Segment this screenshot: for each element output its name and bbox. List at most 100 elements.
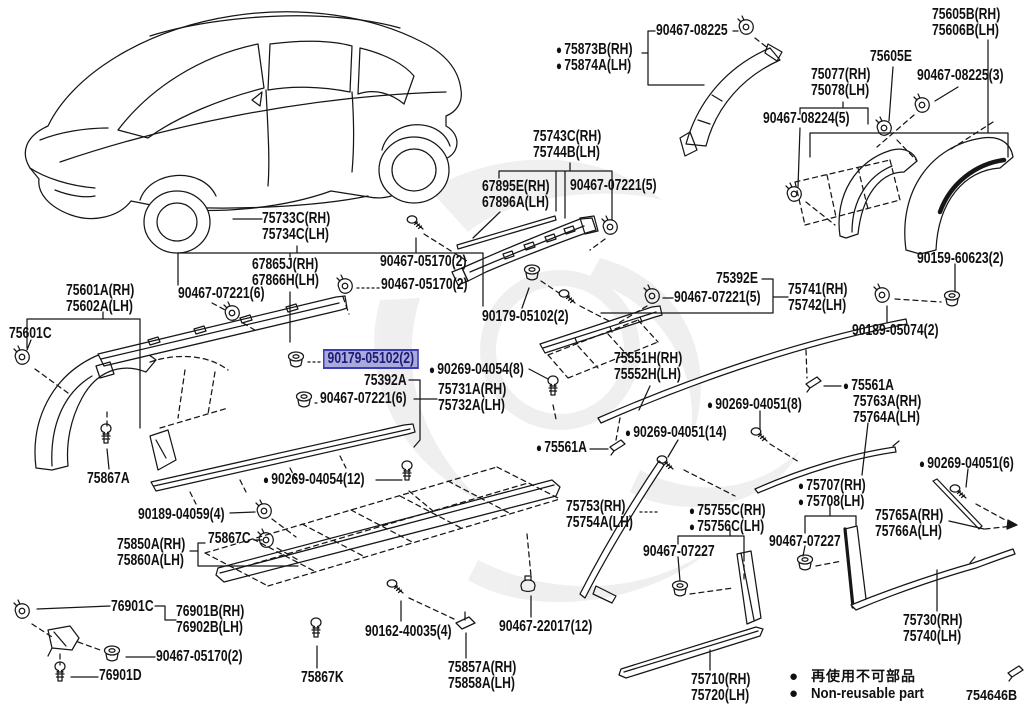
part-number-text: 75860A(LH) (117, 551, 184, 569)
thin-strip-art (932, 478, 983, 530)
part-number-text: 90467-07221(6) (178, 285, 265, 302)
part-number-text: 75741(RH) (788, 281, 848, 298)
non-reusable-dot: ● (798, 478, 804, 494)
part-number-text: 90189-04059(4) (138, 506, 225, 523)
part-label-90269-04054-12: ●90269-04054(12) (263, 472, 365, 488)
part-number-text: 75392E (716, 270, 758, 287)
part-label-75710: 75710(RH)75720(LH) (691, 672, 750, 703)
part-number-text: 75552H(LH) (614, 365, 681, 383)
part-label-75605B: 75605B(RH)75606B(LH) (932, 7, 1000, 38)
part-number-text: 75077(RH) (811, 66, 871, 83)
part-label-90467-08225: 90467-08225 (656, 23, 728, 39)
part-number-text: 75734C(LH) (262, 225, 329, 243)
part-number-text: 90269-04051(14) (633, 424, 727, 441)
side-moulding-art (451, 215, 599, 286)
part-number-text: 76901D (99, 667, 142, 684)
part-number-text: 67865J(RH) (252, 256, 319, 273)
part-label-75077: 75077(RH)75078(LH) (811, 67, 870, 98)
part-number-text: 75731A(RH) (438, 381, 507, 398)
part-number-text: 75710(RH) (691, 671, 751, 688)
part-number-text: 90467-07227 (769, 533, 841, 550)
part-number-text: 75867A (87, 470, 130, 487)
part-number-text: 90467-07221(5) (674, 289, 761, 306)
part-label-90269-04051-8: ●90269-04051(8) (707, 397, 802, 413)
part-number-text: 67895E(RH) (482, 178, 550, 195)
non-reusable-dot: ● (707, 397, 713, 413)
part-label-67865J: 67865J(RH)67866H(LH) (252, 257, 319, 288)
part-label-75601A: 75601A(RH)75602A(LH) (66, 283, 134, 314)
part-label-75753: 75753(RH)75754A(LH) (566, 499, 633, 530)
part-label-90179-05102-2-highlighted[interactable]: 90179-05102(2) (323, 349, 419, 369)
flat-clip-art (455, 611, 476, 630)
non-reusable-dot: ● (789, 685, 799, 702)
part-number-text: 75858A(LH) (448, 674, 515, 692)
part-number-text: 76901B(RH) (176, 603, 245, 620)
part-label-75867C: 75867C (208, 531, 251, 547)
part-number-text: 75605B(RH) (932, 6, 1001, 23)
part-number-text: 90269-04051(6) (927, 455, 1014, 472)
non-reusable-dot: ● (263, 472, 269, 488)
part-number-text: 75732A(LH) (438, 396, 505, 414)
part-number-text: 75867K (301, 669, 344, 686)
pillar-appliques (579, 460, 867, 625)
part-label-90467-22017-12: 90467-22017(12) (499, 619, 592, 635)
part-number-text: 76902B(LH) (176, 618, 243, 636)
protector-rod-art (456, 215, 557, 250)
non-reusable-dot: ● (429, 362, 435, 378)
non-reusable-dot: ● (556, 57, 562, 73)
part-label-76901B: 76901B(RH)76902B(LH) (176, 604, 244, 635)
part-label-75741: 75741(RH)75742(LH) (788, 282, 847, 313)
legend-row-jp: ● 再使用不可部品 (789, 666, 916, 686)
part-label-75765A: 75765A(RH)75766A(LH) (875, 508, 943, 539)
part-label-90269-04051-14: ●90269-04051(14) (625, 425, 727, 441)
part-number-text: 67896A(LH) (482, 193, 549, 211)
part-label-90467-07227-left: 90467-07227 (643, 544, 715, 560)
part-number-text: 90467-07221(6) (320, 390, 407, 407)
part-number-text: 75601C (9, 325, 52, 342)
part-number-text: 90467-08225 (656, 22, 728, 39)
part-label-75850A: 75850A(RH)75860A(LH) (117, 537, 185, 568)
part-number-text: 75754A(LH) (566, 513, 633, 531)
part-label-75601C: 75601C (9, 326, 52, 342)
part-number-text: 75763A(RH) (853, 393, 922, 410)
part-number-text: 76901C (111, 598, 154, 615)
part-number-text: 75606B(LH) (932, 21, 999, 39)
part-number-text: 75601A(RH) (66, 282, 135, 299)
part-number-text: 90467-22017(12) (499, 618, 593, 635)
non-reusable-dot: ● (536, 440, 542, 456)
watermark (374, 159, 800, 603)
part-label-75867A: 75867A (87, 471, 130, 487)
part-label-90467-08224-5: 90467-08224(5) (763, 111, 850, 127)
part-number-text: 75850A(RH) (117, 536, 186, 553)
non-reusable-dot: ● (689, 503, 695, 519)
part-number-text: 90179-05102(2) (327, 350, 415, 367)
pillar-garnish-art (679, 43, 783, 157)
part-label-90467-07227-right: 90467-07227 (769, 534, 841, 550)
part-number-text: 75753(RH) (566, 498, 626, 515)
non-reusable-dot: ● (919, 456, 925, 472)
part-label-90269-04054-8: ●90269-04054(8) (429, 362, 524, 378)
part-number-text: 90162-40035(4) (365, 623, 452, 640)
part-number-text: 90467-08224(5) (763, 110, 850, 127)
part-label-90189-05074-2: 90189-05074(2) (852, 323, 939, 339)
part-label-90467-07221-6a: 90467-07221(6) (178, 286, 265, 302)
part-number-text: 75720(LH) (691, 686, 750, 704)
part-number-text: 75756C(LH) (697, 517, 765, 535)
part-label-90162-40035-4: 90162-40035(4) (365, 624, 452, 640)
part-number-text: 75742(LH) (788, 296, 847, 314)
part-label-75755C: ●75755C(RH)●75756C(LH) (689, 503, 766, 534)
part-label-75763A: 75763A(RH)75764A(LH) (853, 394, 921, 425)
corner-piece-art (47, 625, 80, 657)
part-number-text: 75605E (870, 48, 912, 65)
non-reusable-dot: ● (789, 667, 799, 685)
roof-drip-mouldings (597, 318, 908, 494)
part-label-75605E: 75605E (870, 49, 912, 65)
part-number-text: 75744B(LH) (533, 143, 600, 161)
car-sketch (24, 11, 462, 254)
non-reusable-dot: ● (798, 493, 804, 509)
non-reusable-dot: ● (689, 518, 695, 534)
non-reusable-dot: ● (556, 42, 562, 58)
part-number-text: 75078(LH) (811, 81, 870, 99)
